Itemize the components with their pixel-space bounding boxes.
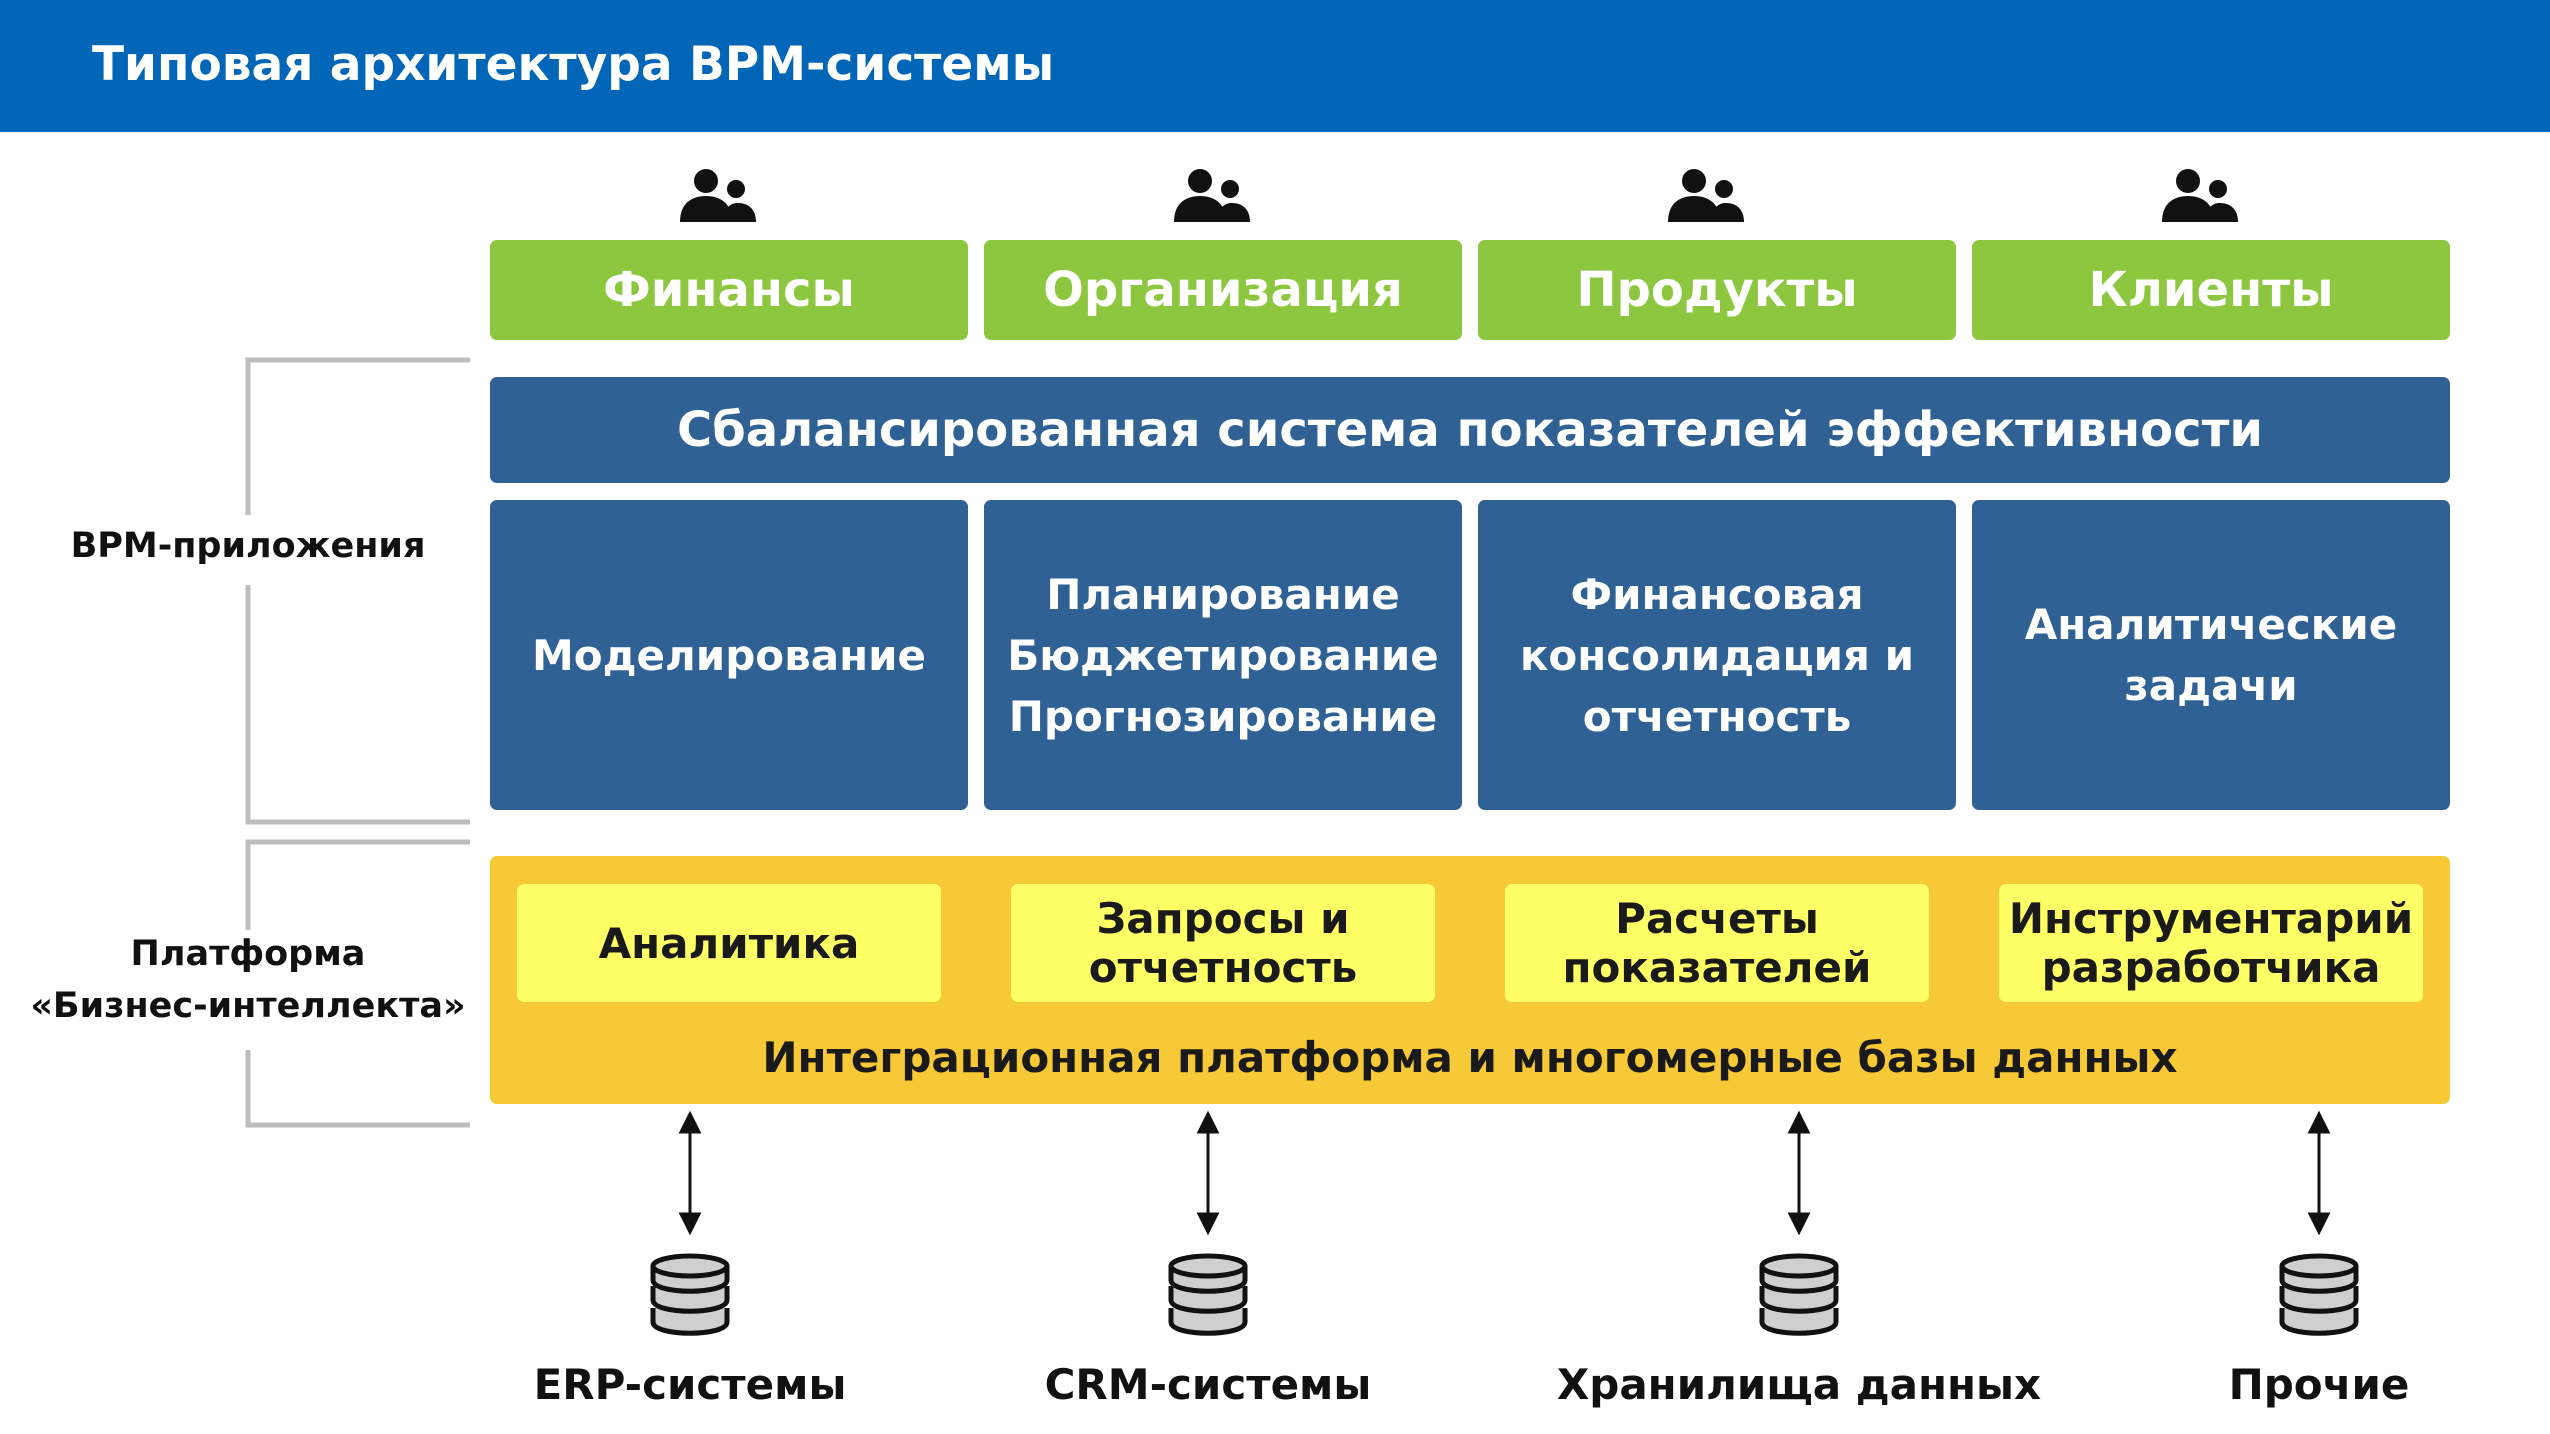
app-analytics: Аналитические задачи [1972, 500, 2450, 810]
database-icon [1759, 1253, 1839, 1336]
bi-module-label-line: показателей [1562, 943, 1872, 992]
stakeholder-products: Продукты [1478, 240, 1956, 340]
app-consolidation: Финансовая консолидация и отчетность [1478, 500, 1956, 810]
source-label-dwh: Хранилища данных [1556, 1360, 2042, 1409]
bi-module-label-line: Запросы и [1096, 894, 1350, 943]
app-label-line: Прогнозирование [1008, 691, 1438, 741]
app-label-line: консолидация и [1519, 630, 1915, 680]
bi-platform-label-line: Платформа [130, 934, 366, 974]
connector-arrows [678, 1110, 2331, 1236]
bi-module-label-line: Инструментарий [2008, 894, 2414, 943]
stakeholder-finance: Финансы [490, 240, 968, 340]
users-icon [680, 169, 756, 222]
app-label-line: отчетность [1582, 691, 1852, 741]
database-icon [650, 1253, 730, 1336]
users-icon [2162, 169, 2238, 222]
bi-module-label-line: Аналитика [598, 918, 860, 968]
stakeholder-clients: Клиенты [1972, 240, 2450, 340]
integration-platform-label: Интеграционная платформа и многомерные б… [762, 1033, 2178, 1082]
users-icon [1174, 169, 1250, 222]
stakeholder-organization: Организация [984, 240, 1462, 340]
stakeholder-label: Клиенты [2088, 262, 2334, 318]
bsc-label: Сбалансированная система показателей эфф… [676, 402, 2264, 458]
bi-module-devtools: Инструментарий разработчика [1999, 884, 2423, 1002]
bi-module-label-line: отчетность [1088, 943, 1358, 992]
app-label-line: Моделирование [531, 630, 927, 680]
stakeholder-label: Организация [1043, 262, 1403, 318]
database-icon [1168, 1253, 1248, 1336]
bpm-apps-label: BPM-приложения [70, 526, 426, 566]
bi-module-kpi: Расчеты показателей [1505, 884, 1929, 1002]
bi-module-label-line: Расчеты [1615, 894, 1819, 943]
balanced-scorecard-bar: Сбалансированная система показателей эфф… [490, 377, 2450, 483]
stakeholder-label: Продукты [1576, 262, 1858, 318]
source-label-other: Прочие [2228, 1360, 2410, 1409]
bi-platform-label: Платформа «Бизнес-интеллекта» [0, 928, 496, 1032]
page-title: Типовая архитектура BPM-системы [92, 37, 1055, 92]
header-bar: Типовая архитектура BPM-системы [0, 0, 2550, 132]
bi-platform-label-line: «Бизнес-интеллекта» [30, 986, 466, 1026]
app-label-line: задачи [2124, 661, 2298, 710]
bi-module-label-line: разработчика [2041, 943, 2381, 992]
stakeholder-label: Финансы [603, 262, 855, 318]
users-icon [1668, 169, 1744, 222]
database-icon [2279, 1253, 2359, 1336]
source-label-erp: ERP-системы [533, 1360, 847, 1409]
app-modeling: Моделирование [490, 500, 968, 810]
app-planning: Планирование Бюджетирование Прогнозирова… [984, 500, 1462, 810]
source-label-crm: CRM-системы [1044, 1360, 1372, 1409]
bi-module-analytics: Аналитика [517, 884, 941, 1002]
app-label-line: Бюджетирование [1007, 630, 1439, 680]
bi-module-reporting: Запросы и отчетность [1011, 884, 1435, 1002]
layer-bracket [245, 357, 470, 1128]
app-label-line: Аналитические [2024, 600, 2398, 649]
app-label-line: Планирование [1046, 569, 1400, 619]
app-label-line: Финансовая [1570, 569, 1864, 619]
